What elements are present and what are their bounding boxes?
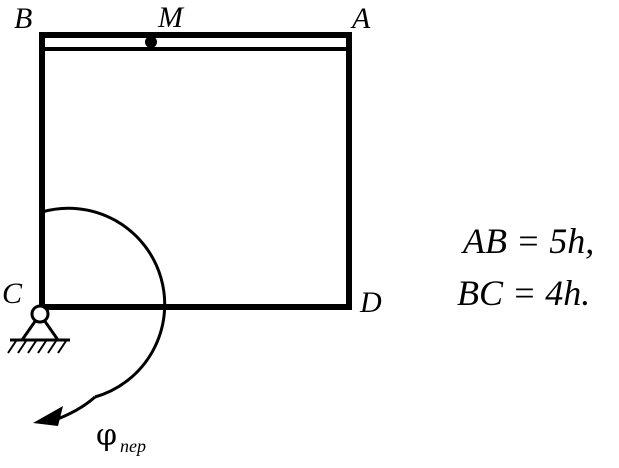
label-a: A: [350, 2, 371, 35]
rotation-symbol: φ: [96, 418, 117, 453]
pin-joint: [30, 304, 50, 324]
equation-ab: AB = 5h,: [461, 221, 594, 261]
support-leg-right: [42, 319, 60, 341]
label-m: M: [157, 1, 185, 34]
label-b: B: [14, 2, 32, 35]
label-d: D: [359, 286, 382, 319]
point-m-dot: [145, 36, 157, 48]
label-c: C: [2, 277, 23, 310]
rotation-arrowhead: [33, 406, 63, 426]
plate-frame: [39, 32, 352, 310]
rotation-arc-tail: [51, 395, 96, 423]
rotation-arc: [41, 206, 167, 399]
equation-bc: BC = 4h.: [457, 273, 590, 313]
rotation-subscript: пер: [120, 436, 146, 456]
ground-hatching: [7, 340, 67, 354]
support-leg-left: [20, 319, 38, 341]
